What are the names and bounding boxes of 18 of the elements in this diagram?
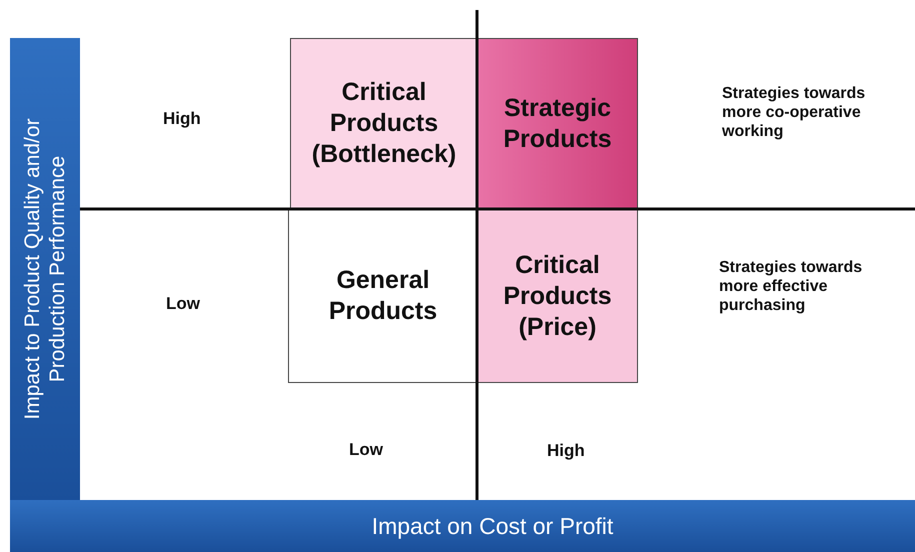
- axis-level-label: High: [163, 109, 201, 129]
- strategy-note: Strategies towards more effective purchasing: [719, 258, 864, 315]
- quadrant-label: Critical Products (Price): [502, 250, 613, 342]
- axis-level-label: Low: [349, 440, 383, 460]
- axis-title: Impact to Product Quality and/or Production Performance: [20, 117, 70, 422]
- matrix-quadrant: [290, 38, 478, 209]
- matrix-quadrant: [477, 38, 638, 209]
- axis-title: Impact on Cost or Profit: [370, 512, 614, 540]
- quadrant-label: General Products: [328, 265, 438, 327]
- axis-level-label: Low: [166, 294, 200, 314]
- strategy-note: Strategies towards more co-operative working: [722, 84, 866, 141]
- quadrant-label: Critical Products (Bottleneck): [310, 77, 458, 170]
- axis-band: [10, 500, 915, 552]
- matrix-quadrant: [477, 209, 638, 383]
- quadrant-label: Strategic Products: [502, 92, 613, 154]
- matrix-quadrant: [288, 209, 478, 383]
- axis-level-label: High: [547, 441, 585, 461]
- axis-band: [10, 38, 80, 500]
